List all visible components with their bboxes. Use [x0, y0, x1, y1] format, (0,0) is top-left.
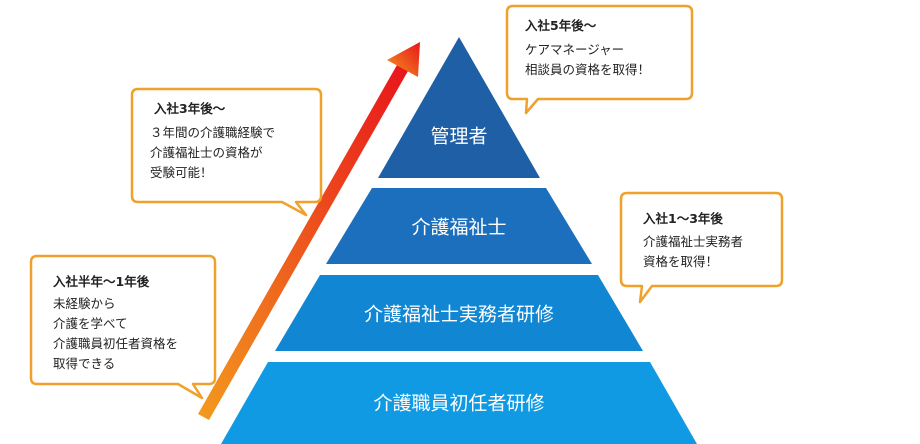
pyramid-tier-3-label: 介護福祉士実務者研修: [364, 304, 554, 326]
pyramid-tier-3: [275, 275, 643, 351]
growth-arrow-shaft: [198, 65, 408, 420]
bubble-3yr-shape: [130, 87, 323, 217]
pyramid-tier-2-label: 介護福祉士: [411, 217, 506, 239]
bubble-3yr-line: ３年間の介護職経験で: [150, 125, 275, 140]
pyramid-tier-top: [378, 37, 540, 178]
pyramid-tier-2: [326, 188, 592, 264]
pyramid-tier-bottom-label: 介護職員初任者研修: [373, 393, 544, 415]
growth-arrow-head: [387, 42, 420, 77]
bubble-5yr: 入社5年後〜 ケアマネージャー 相談員の資格を取得！: [505, 4, 694, 115]
bubble-half-yr-title: 入社半年〜1年後: [53, 274, 150, 289]
bubble-3yr-line: 受験可能！: [150, 165, 213, 180]
bubble-3yr-title: 入社3年後〜: [154, 101, 226, 116]
bubble-5yr-title: 入社5年後〜: [525, 18, 597, 33]
bubble-1to3yr-shape: [619, 191, 784, 304]
bubble-5yr-line: 相談員の資格を取得！: [525, 62, 650, 77]
bubble-half-yr-line: 未経験から: [53, 296, 116, 311]
pyramid-tier-bottom: [221, 362, 697, 444]
bubble-half-yr-line: 介護を学べて: [53, 316, 128, 331]
pyramid-tier-top-label: 管理者: [430, 126, 487, 148]
bubble-1to3yr-line: 介護福祉士実務者: [643, 234, 743, 249]
bubble-3yr-line: 介護福祉士の資格が: [150, 145, 263, 160]
pyramid: 管理者 介護福祉士 介護福祉士実務者研修 介護職員初任者研修: [221, 37, 697, 444]
bubble-1to3yr-title: 入社1〜3年後: [643, 211, 723, 226]
bubble-5yr-shape: [505, 4, 694, 115]
bubble-1to3yr-line: 資格を取得！: [643, 254, 718, 269]
bubble-3yr: 入社3年後〜 ３年間の介護職経験で 介護福祉士の資格が 受験可能！: [130, 87, 323, 217]
diagonal-up-arrow-icon: [198, 42, 420, 420]
bubble-half-yr-shape: [29, 254, 217, 400]
bubble-1to3yr: 入社1〜3年後 介護福祉士実務者 資格を取得！: [619, 191, 784, 304]
bubble-5yr-line: ケアマネージャー: [525, 42, 624, 57]
bubble-half-yr: 入社半年〜1年後 未経験から 介護を学べて 介護職員初任者資格を 取得できる: [29, 254, 217, 400]
bubble-half-yr-line: 取得できる: [53, 356, 115, 371]
bubble-half-yr-line: 介護職員初任者資格を: [53, 336, 178, 351]
